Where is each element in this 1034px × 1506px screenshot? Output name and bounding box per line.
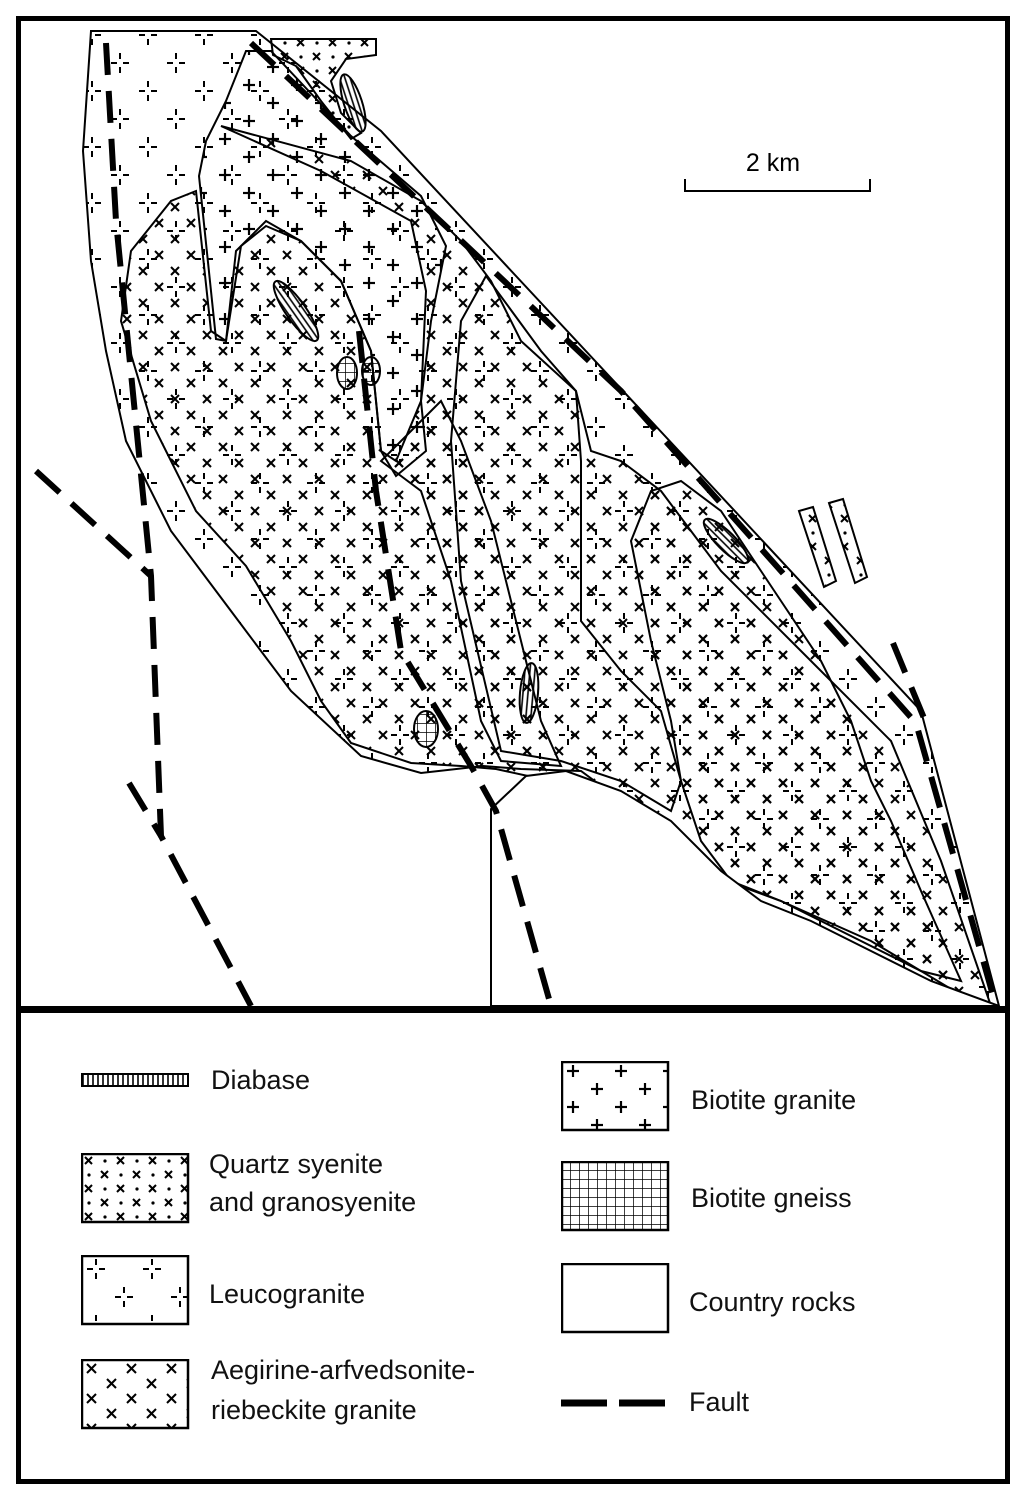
map-legend-divider (21, 1006, 1005, 1013)
biotite-gneiss-body-2 (361, 356, 381, 386)
diabase-dyke-2 (702, 517, 750, 565)
fault-central (356, 330, 554, 1006)
legend-label-aegirine-2: riebeckite granite (211, 1395, 417, 1425)
aegirine-granite-central (379, 399, 563, 768)
x-pattern-icon (81, 1359, 191, 1431)
scale-bar-label: 2 km (746, 149, 800, 177)
legend-label-aegirine-1: Aegirine-arfvedsonite- (211, 1355, 476, 1385)
geologic-map: 2 km (21, 21, 1005, 1006)
aegirine-granite-east (629, 479, 963, 983)
country-rocks-embayment (490, 769, 1000, 1006)
quartz-syenite-dyke-2 (827, 497, 869, 585)
legend-label-diabase: Diabase (211, 1065, 311, 1095)
legend-label-quartz-syenite-2: and granosyenite (209, 1187, 417, 1217)
legend-label-biotite-gneiss: Biotite gneiss (691, 1183, 852, 1213)
grid-pattern-icon (561, 1161, 671, 1233)
quartz-syenite-dyke-1 (797, 505, 838, 589)
biotite-gneiss-body-1 (336, 356, 358, 390)
fault-northeast (248, 40, 999, 1006)
diabase-dyke-3 (518, 662, 540, 724)
fault-east (890, 641, 929, 725)
geologic-figure: 2 km Diabase Quartz syenite and granosye… (16, 16, 1010, 1484)
plus-pattern-icon (561, 1061, 671, 1133)
legend: Diabase Quartz syenite and granosyenite … (21, 1013, 1005, 1479)
cross-dot-icon (81, 1153, 191, 1225)
fault-south-west-splay (126, 781, 164, 838)
legend-label-biotite-granite: Biotite granite (691, 1085, 857, 1115)
legend-label-country-rocks: Country rocks (689, 1287, 856, 1317)
legend-label-fault: Fault (689, 1387, 750, 1417)
biotite-gneiss-body-3 (413, 710, 439, 748)
blank-icon (561, 1263, 671, 1335)
diabase-dyke-top (339, 73, 367, 133)
legend-label-leucogranite: Leucogranite (209, 1279, 366, 1309)
dashed-line-icon (561, 1393, 671, 1413)
diabase-dyke-1 (272, 279, 320, 343)
scale-bar: 2 km (684, 149, 871, 192)
fault-southwest (33, 468, 154, 579)
dashed-cross-icon (81, 1255, 191, 1327)
diabase-icon (81, 1069, 191, 1093)
legend-label-quartz-syenite-1: Quartz syenite (209, 1149, 384, 1179)
